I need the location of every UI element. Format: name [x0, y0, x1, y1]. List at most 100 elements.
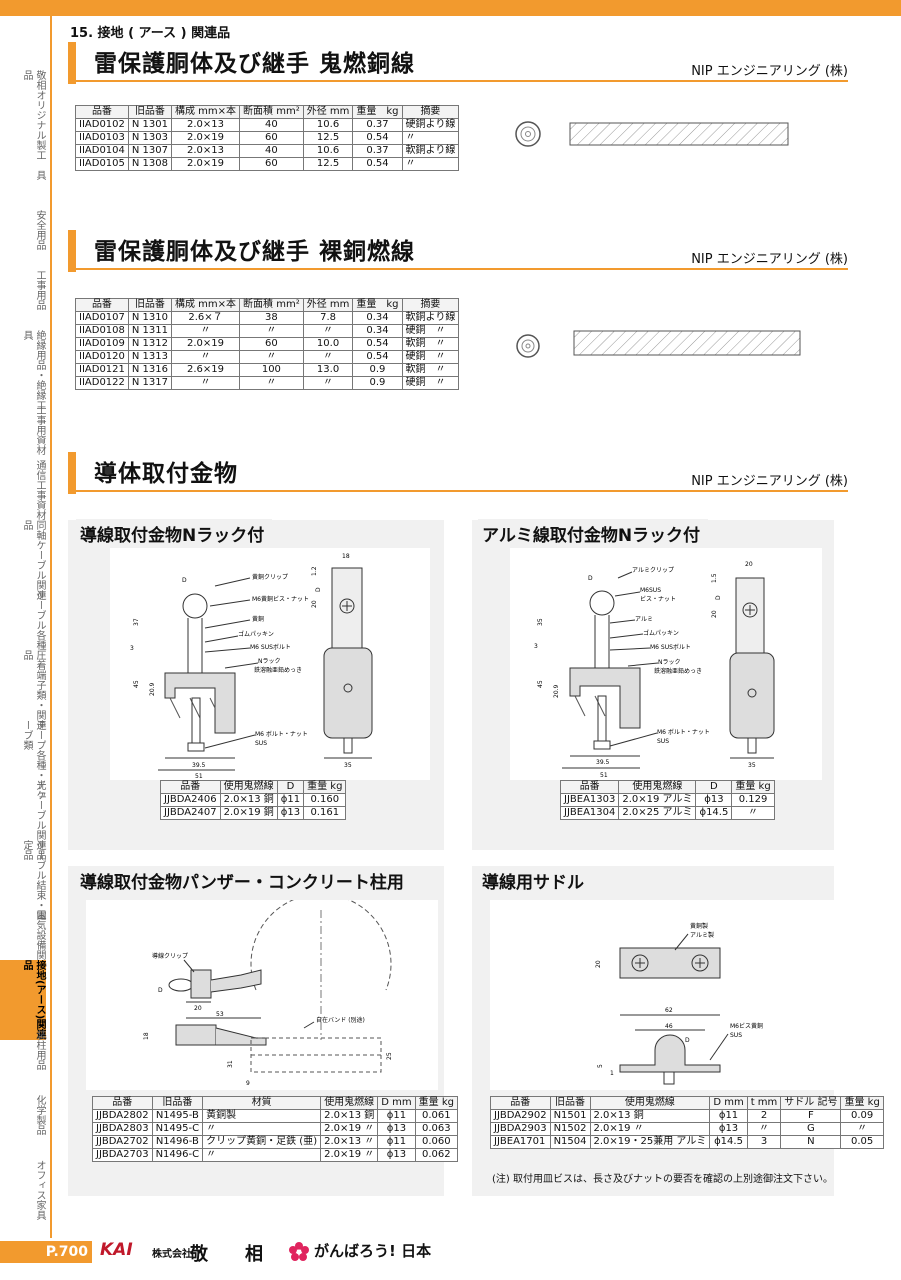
label-screw: M6SUS	[640, 587, 661, 594]
side-nav-item[interactable]: ケーブル結束・固定品	[21, 840, 45, 920]
side-nav-item[interactable]: 電気設備関連品	[34, 910, 45, 980]
table-cell: IIAD0105	[75, 157, 129, 171]
table-cell: N 1310	[127, 311, 173, 325]
section-rule	[68, 80, 848, 82]
table-cell: N	[780, 1135, 842, 1149]
column-header: 品番	[559, 780, 620, 794]
table-cell: ϕ13	[377, 1122, 416, 1136]
table-cell: 2.0×13 銅	[219, 793, 278, 807]
side-nav-item[interactable]: オフィス家具	[34, 1160, 45, 1220]
side-nav-item[interactable]: 通信工事資材	[34, 460, 45, 520]
table-cell: 0.54	[352, 350, 403, 364]
dim-5: 5	[597, 1064, 604, 1068]
kai-logo: KAI	[100, 1240, 133, 1260]
table-cell: JJBEA1304	[559, 806, 620, 820]
side-nav-item[interactable]: 装柱用品	[34, 1030, 45, 1070]
table-cell: IIAD0120	[75, 350, 129, 364]
side-nav-item[interactable]: 化学製品	[34, 1095, 45, 1135]
table-cell: 0.063	[414, 1122, 458, 1136]
table-cell: IIAD0109	[75, 337, 129, 351]
dim-3: 3	[130, 645, 134, 652]
side-nav-item[interactable]: 光ケーブル関連品	[34, 780, 45, 860]
dim-51: 51	[600, 772, 608, 779]
box-d-title: 導線用サドル	[478, 866, 592, 895]
dim-53: 53	[216, 1011, 224, 1018]
side-nav-item[interactable]: ケーブル各種	[34, 590, 45, 650]
table-cell: 2.0×19	[170, 131, 241, 145]
table-cell: 2.0×19	[170, 157, 241, 171]
side-nav-item[interactable]: テープ各種・チューブ類	[21, 720, 45, 800]
side-nav-item[interactable]: 敬相オリジナル製品	[21, 70, 45, 150]
column-header: 重量 kg	[352, 298, 403, 312]
column-header: 使用鬼燃線	[618, 780, 697, 794]
dim-20: 20	[745, 561, 753, 568]
table-cell: JJBDA2703	[92, 1148, 153, 1162]
table-cell: N 1308	[127, 157, 173, 171]
column-header: 使用鬼燃線	[320, 1096, 379, 1110]
dim-15: 1.5	[711, 573, 718, 583]
dim-d: D	[158, 987, 163, 994]
table-cell: 〃	[239, 376, 304, 390]
section-3-header: 導体取付金物 NIP エンジニアリング (株)	[68, 452, 848, 494]
side-nav-item[interactable]: 安全用品	[34, 210, 45, 250]
table-cell: ϕ11	[377, 1109, 416, 1123]
label-alu: アルミ	[635, 616, 653, 623]
table-cell: 0.34	[352, 311, 403, 325]
label-mat1: 黄銅製	[690, 922, 708, 930]
side-nav-item[interactable]: 絶縁用品・絶縁工具	[21, 330, 45, 410]
label-bolt2: M6 ボルト・ナット	[657, 728, 710, 736]
maker-name: NIP エンジニアリング (株)	[691, 474, 848, 489]
side-nav-item[interactable]: 圧着端子類・関連品	[21, 650, 45, 730]
table-cell: ϕ13	[709, 1122, 748, 1136]
side-nav-item[interactable]: 接地(アース)関連品	[0, 960, 46, 1040]
label-clip: 黄銅クリップ	[252, 573, 288, 581]
side-nav-item[interactable]: 工 具	[34, 150, 45, 180]
column-header: 旧品番	[127, 105, 173, 119]
table-cell: 60	[239, 157, 304, 171]
table-cell: 〃	[746, 1122, 782, 1136]
company-name-2: 相	[245, 1244, 263, 1265]
dim-3: 3	[534, 643, 538, 650]
column-header: D mm	[709, 1096, 748, 1110]
label-rack: Nラック	[658, 659, 681, 666]
label-bolt2: M6 ボルト・ナット	[255, 730, 308, 738]
section-2-header: 雷保護胴体及び継手 裸銅燃線 NIP エンジニアリング (株)	[68, 230, 848, 272]
column-header: 品番	[92, 1096, 153, 1110]
section-1-header: 雷保護胴体及び継手 鬼燃銅線 NIP エンジニアリング (株)	[68, 42, 848, 84]
table-cell: N1496-B	[151, 1135, 204, 1149]
table-cell: 0.34	[352, 324, 403, 338]
section-bar	[68, 42, 76, 84]
dim-18: 18	[143, 1032, 150, 1040]
table-cell: 60	[239, 337, 304, 351]
table-cell: JJBDA2803	[92, 1122, 153, 1136]
table-cell: クリップ黄銅・足鉄 (亜)	[202, 1135, 322, 1149]
side-nav-item[interactable]: 同軸ケーブル関連品	[21, 520, 45, 600]
table-cell: 0.061	[414, 1109, 458, 1123]
dim-d: D	[182, 577, 187, 584]
dim-209: 20.9	[553, 684, 560, 698]
section-rule	[68, 268, 848, 270]
top-bar	[0, 0, 901, 16]
table-cell: 〃	[170, 324, 241, 338]
company-name-1: 敬	[190, 1244, 208, 1265]
column-header: 品番	[160, 780, 221, 794]
table-cell: ϕ14.5	[695, 806, 733, 820]
table-cell: 硬銅より線	[401, 118, 460, 132]
maker-name: NIP エンジニアリング (株)	[691, 64, 848, 79]
table-cell: 2.0×19 銅	[219, 806, 278, 820]
side-nav-item[interactable]: 工事用品	[34, 270, 45, 310]
side-nav-item[interactable]: 工事用資材	[34, 405, 45, 455]
label-screw2: ビス・ナット	[640, 595, 676, 603]
table-cell: 〃	[202, 1148, 322, 1162]
table-cell: N1501	[549, 1109, 591, 1123]
dim-12: 1.2	[311, 566, 318, 576]
table-cell: 10.0	[302, 337, 354, 351]
